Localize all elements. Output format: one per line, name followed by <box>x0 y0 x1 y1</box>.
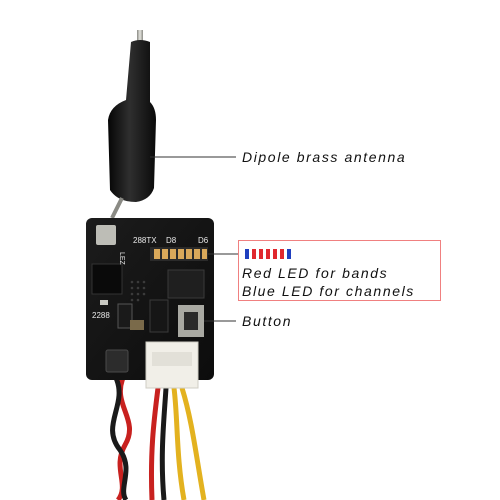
led-color-strip <box>245 249 291 259</box>
smd-component <box>130 320 144 330</box>
led-color-segment <box>245 249 249 259</box>
led-color-segment <box>259 249 263 259</box>
silkscreen-top: 288TX <box>133 236 157 245</box>
led-color-segment <box>280 249 284 259</box>
antenna-coax <box>110 197 124 219</box>
silkscreen-d8: D8 <box>166 236 177 245</box>
pcb-vias <box>130 280 146 302</box>
silkscreen-d6: D6 <box>198 236 209 245</box>
led-color-segment <box>266 249 270 259</box>
button-label: Button <box>242 313 293 329</box>
led-color-segment <box>287 249 291 259</box>
smd-component <box>100 300 108 305</box>
antenna <box>108 30 156 219</box>
chip-main <box>91 263 123 295</box>
antenna-brass-tip <box>137 30 143 44</box>
smd-component <box>117 303 133 329</box>
chip-small <box>149 299 169 333</box>
red-led-label: Red LED for bands <box>242 265 389 281</box>
connector-slot <box>152 352 192 366</box>
antenna-pad <box>96 225 116 245</box>
antenna-sleeve <box>108 40 156 202</box>
callout-lines <box>150 156 238 322</box>
chip-secondary <box>167 269 205 299</box>
blue-led-label: Blue LED for channels <box>242 283 415 299</box>
antenna-label: Dipole brass antenna <box>242 149 407 165</box>
led-components <box>154 249 207 259</box>
led-callout-box: Red LED for bands Blue LED for channels <box>238 240 441 301</box>
led-color-segment <box>273 249 277 259</box>
button-cap <box>184 312 198 330</box>
silkscreen-side: LEZ <box>118 252 125 266</box>
inductor <box>105 349 129 373</box>
silkscreen-left: 2288 <box>92 311 110 320</box>
wire-bundle <box>110 376 207 500</box>
vtx-board: 288TX D8 D6 2288 LEZ <box>86 218 214 389</box>
led-color-segment <box>252 249 256 259</box>
